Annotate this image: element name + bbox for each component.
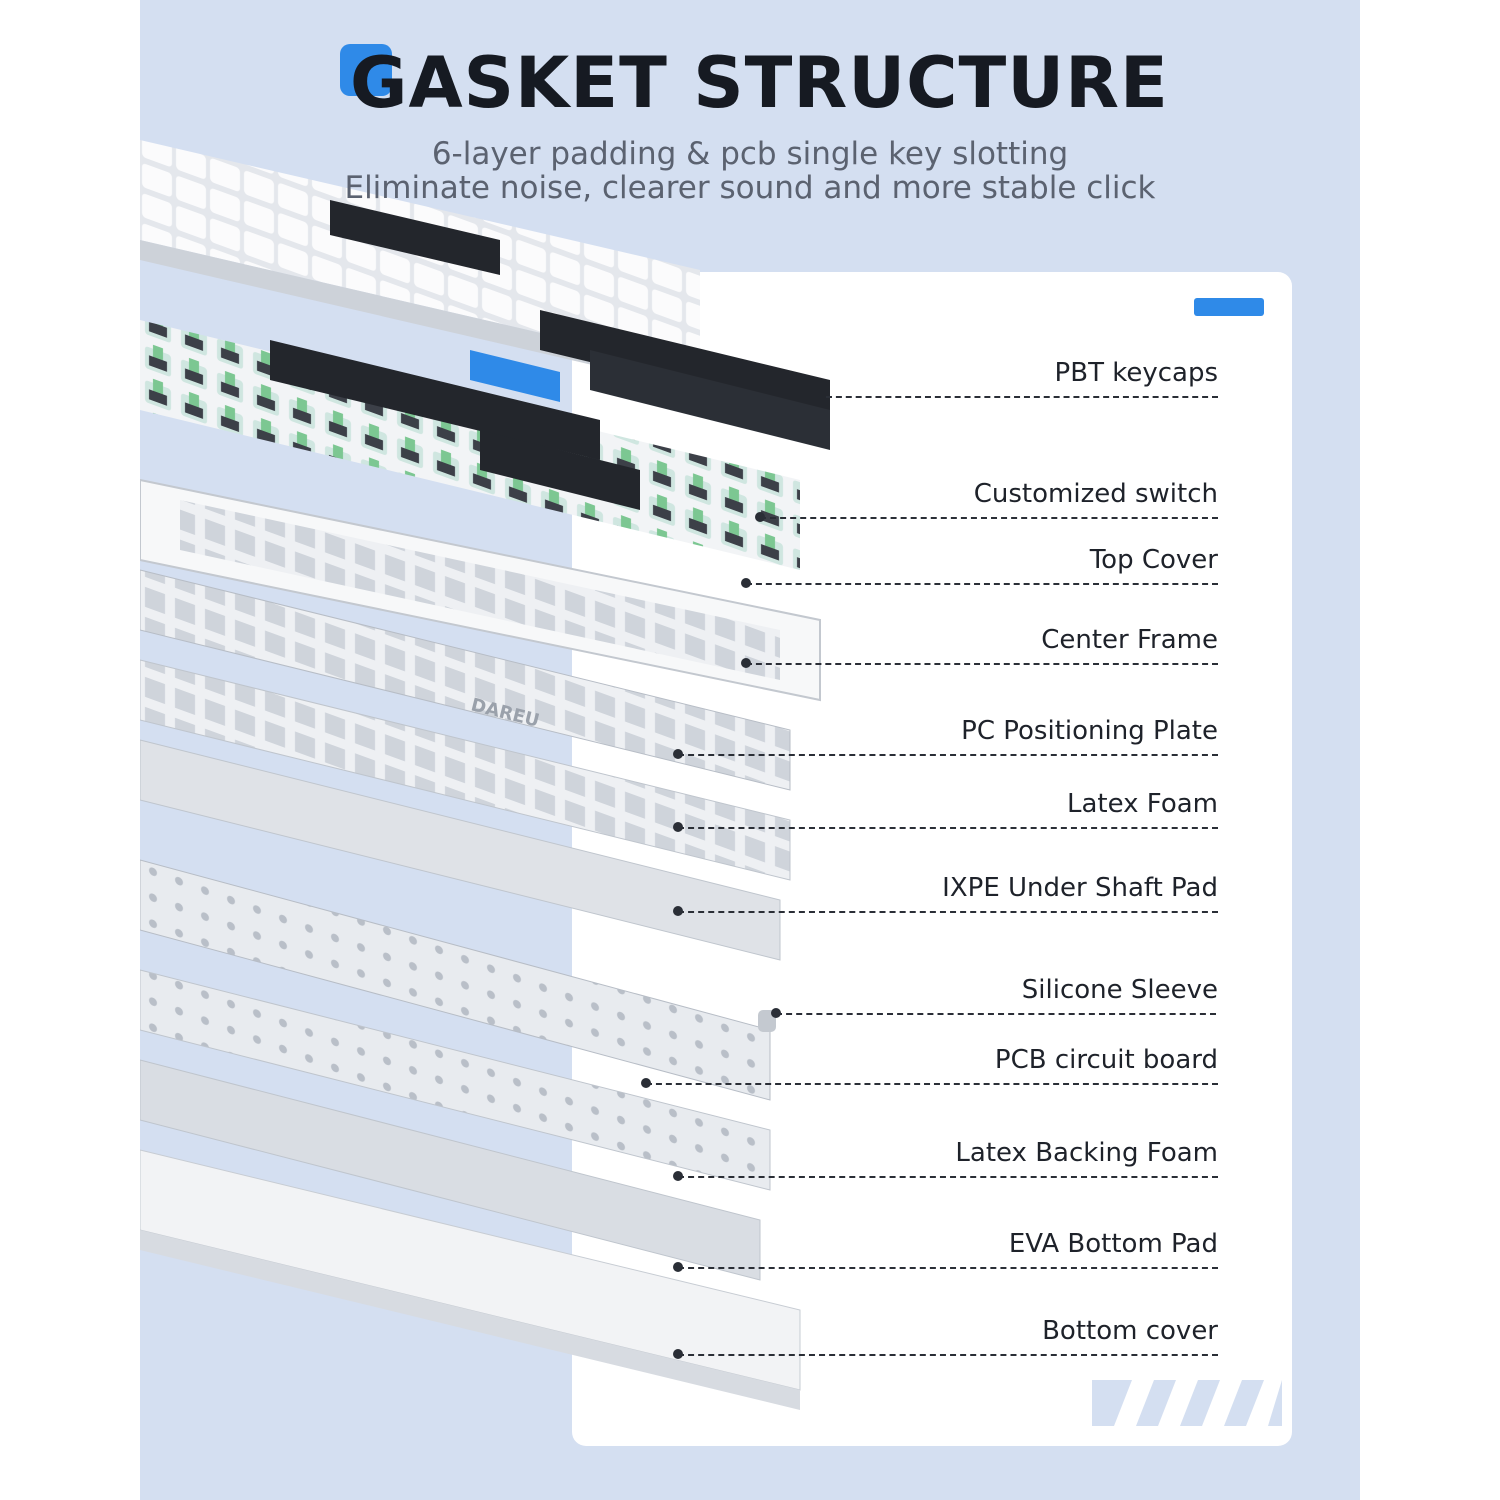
title-block: GASKET STRUCTURE [340, 38, 1168, 128]
leader-pcb-circuit-board [646, 1083, 1218, 1085]
leader-customized-switch [760, 517, 1218, 519]
marker-latex-backing-foam [673, 1171, 683, 1181]
marker-pcb-circuit-board [641, 1078, 651, 1088]
marker-top-cover [741, 578, 751, 588]
marker-latex-foam [673, 822, 683, 832]
marker-eva-bottom-pad [673, 1262, 683, 1272]
label-latex-foam: Latex Foam [1067, 789, 1218, 819]
card-accent-bar [1194, 298, 1264, 316]
label-pc-positioning-plate: PC Positioning Plate [961, 716, 1218, 746]
label-pbt-keycaps: PBT keycaps [1054, 358, 1218, 388]
card-stripes-decoration [1092, 1380, 1282, 1426]
marker-pc-positioning-plate [673, 749, 683, 759]
leader-pc-positioning-plate [678, 754, 1218, 756]
label-eva-bottom-pad: EVA Bottom Pad [1008, 1229, 1218, 1259]
label-top-cover: Top Cover [1089, 545, 1218, 575]
leader-latex-foam [678, 827, 1218, 829]
keyboard-exploded-illustration: DAREU [140, 140, 830, 1410]
leader-bottom-cover [678, 1354, 1218, 1356]
label-ixpe-under-shaft-pad: IXPE Under Shaft Pad [942, 873, 1218, 903]
subtitle-line-1: 6-layer padding & pcb single key slottin… [431, 136, 1069, 172]
label-center-frame: Center Frame [1041, 625, 1218, 655]
leader-ixpe-under-shaft-pad [678, 911, 1218, 913]
marker-ixpe-under-shaft-pad [673, 906, 683, 916]
leader-top-cover [746, 583, 1218, 585]
leader-eva-bottom-pad [678, 1267, 1218, 1269]
label-silicone-sleeve: Silicone Sleeve [1021, 975, 1218, 1005]
label-customized-switch: Customized switch [973, 479, 1218, 509]
marker-silicone-sleeve [771, 1008, 781, 1018]
label-pcb-circuit-board: PCB circuit board [994, 1045, 1218, 1075]
leader-pbt-keycaps [826, 396, 1218, 398]
label-latex-backing-foam: Latex Backing Foam [955, 1138, 1218, 1168]
label-bottom-cover: Bottom cover [1042, 1316, 1218, 1346]
page-title: GASKET STRUCTURE [350, 42, 1169, 124]
marker-customized-switch [755, 512, 765, 522]
subtitle-line-2: Eliminate noise, clearer sound and more … [344, 170, 1156, 206]
marker-center-frame [741, 658, 751, 668]
leader-center-frame [746, 663, 1218, 665]
marker-bottom-cover [673, 1349, 683, 1359]
leader-silicone-sleeve [776, 1013, 1216, 1015]
title-accent-square [340, 44, 392, 96]
leader-latex-backing-foam [678, 1176, 1218, 1178]
